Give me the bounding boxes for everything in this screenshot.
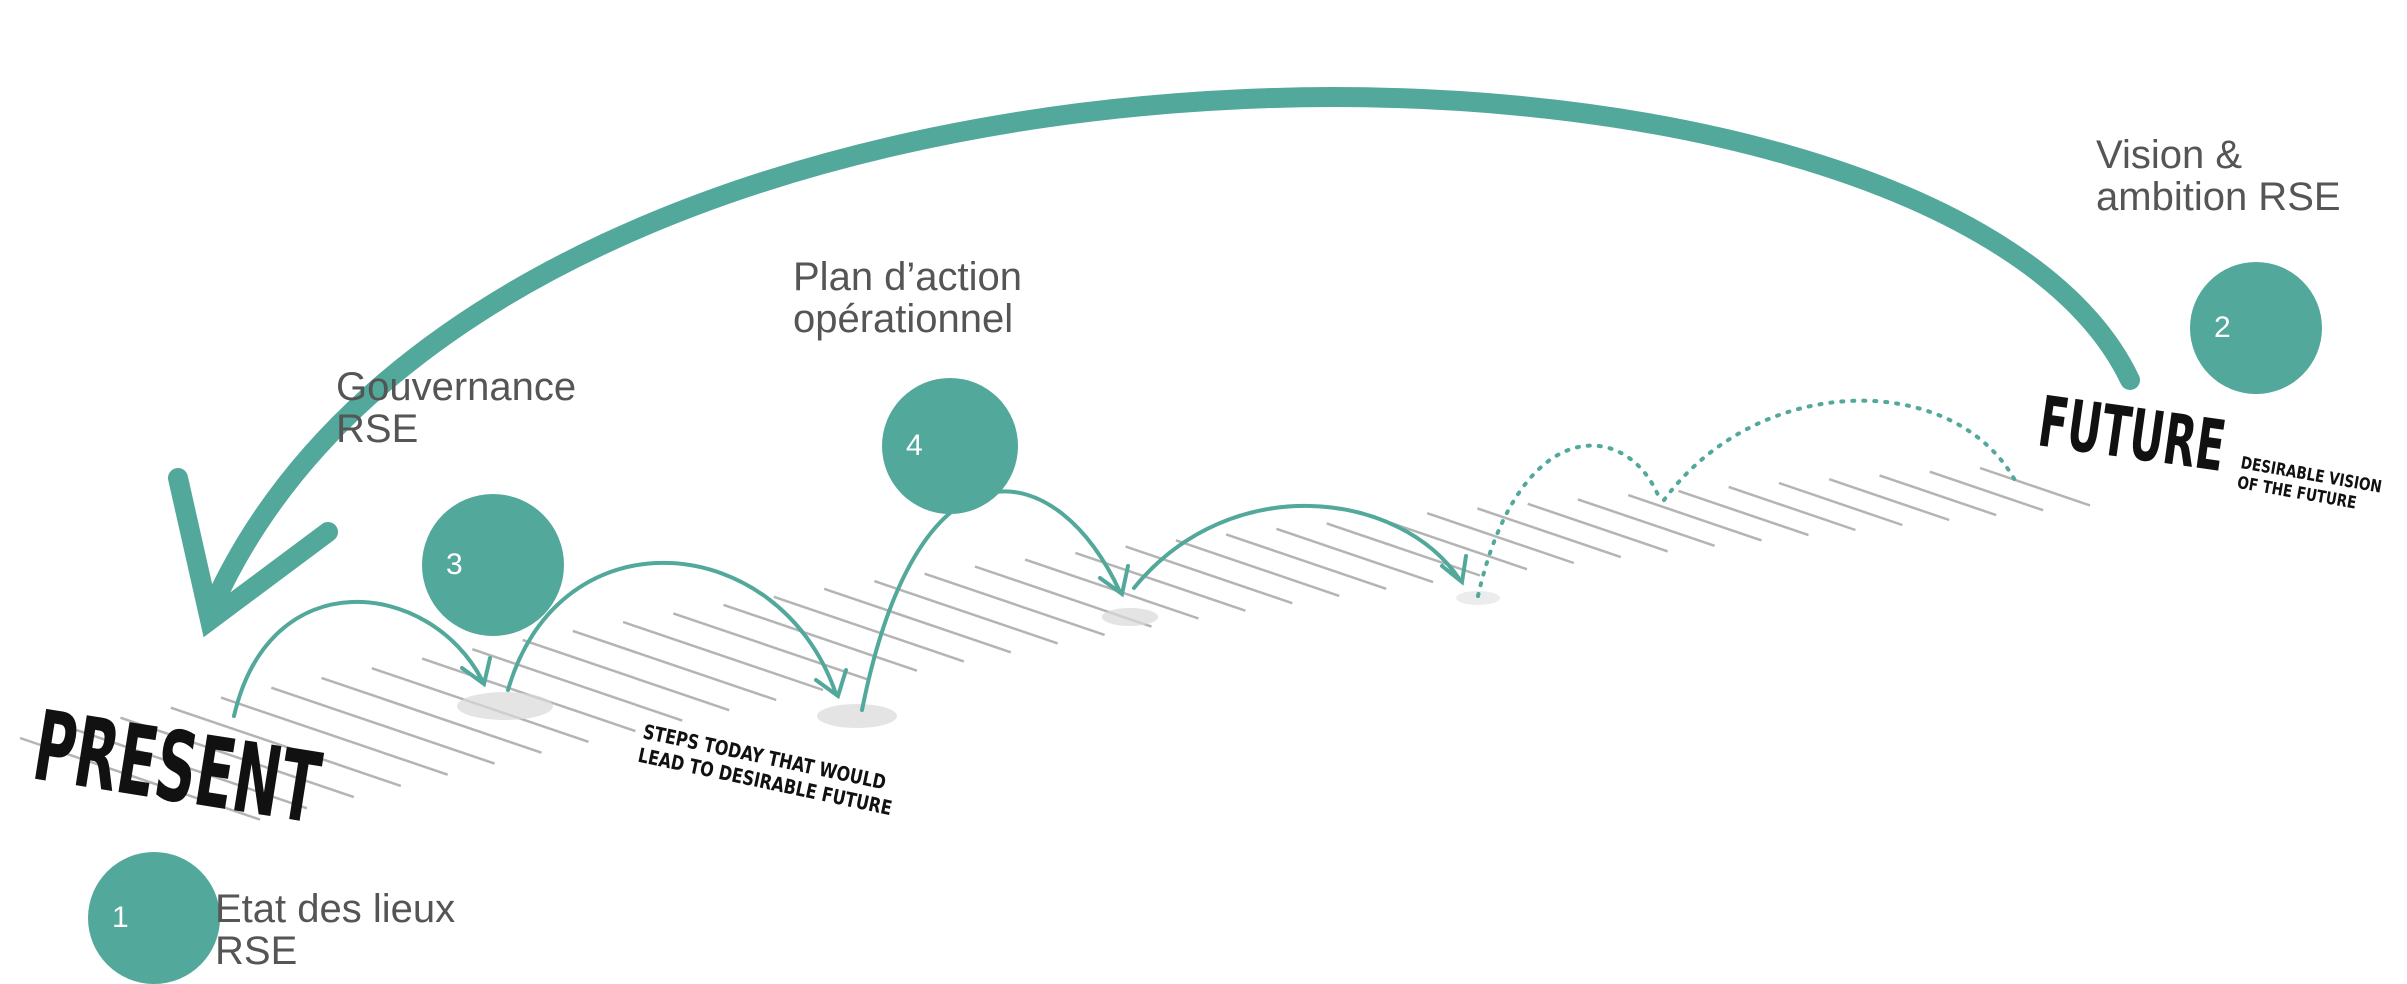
road-line (1828, 478, 1950, 522)
step-label-4-line1: Plan d’action (793, 255, 1023, 299)
present-word: PRESENT (26, 689, 327, 846)
road-line (1728, 485, 1856, 532)
road-line (1627, 493, 1762, 542)
step-label-4-line2: opérationnel (793, 297, 1014, 341)
step-number-1: 1 (112, 901, 129, 934)
big-return-arc (202, 87, 2140, 618)
road-line (622, 620, 824, 692)
road-line (1879, 474, 1997, 517)
step-label-3: Gouvernance RSE (336, 366, 576, 450)
road-line (1979, 466, 2091, 507)
road-line (69, 726, 308, 810)
road-line (220, 696, 449, 776)
road-line (1376, 517, 1528, 571)
future-caption: DESIRABLE VISION OF THE FUTURE (2236, 453, 2383, 513)
road-line (120, 716, 355, 799)
road-line (823, 587, 1012, 654)
step-badge-2: 2 (2190, 262, 2322, 394)
step-label-2: Vision & ambition RSE (2096, 134, 2341, 218)
road-line (522, 638, 730, 712)
road-line (924, 572, 1106, 637)
road-line (873, 579, 1059, 645)
step-label-1-line1: Etat des lieux (215, 887, 456, 931)
dotted-arc-2 (1662, 398, 2020, 502)
dotted-arc-1 (1476, 443, 1662, 598)
step-badge-4: 4 (882, 378, 1018, 514)
step-label-1-line2: RSE (215, 929, 298, 973)
step-label-3-line2: RSE (336, 407, 419, 451)
hop-arc-1 (232, 599, 484, 718)
step-badge-1: 1 (88, 852, 220, 984)
road-line (270, 686, 496, 765)
road-line (471, 648, 683, 722)
road-line (1275, 527, 1434, 584)
step-label-3-line1: Gouvernance (336, 365, 577, 409)
road-line (1426, 512, 1575, 565)
step-number-3: 3 (446, 548, 463, 581)
landing-shadow (457, 692, 553, 720)
future-hops (1476, 398, 2020, 598)
hop-arcs (232, 489, 1468, 718)
arrowhead-icon (814, 668, 848, 700)
step-number-4: 4 (906, 429, 923, 462)
road-line (170, 706, 402, 788)
arrowhead-icon (460, 656, 492, 688)
landing-shadow (817, 704, 897, 728)
road-line (1527, 502, 1669, 553)
step-label-1: Etat des lieux RSE (215, 888, 455, 972)
step-badge-3: 3 (422, 494, 564, 636)
road-line (1678, 489, 1809, 537)
road-line (19, 736, 261, 821)
big-arrowhead-icon (168, 468, 338, 638)
road-line (773, 595, 965, 663)
road-lines (19, 466, 2091, 821)
road-line (1778, 481, 1903, 527)
road-line (1929, 470, 2044, 512)
step-label-4: Plan d’action opérationnel (793, 256, 1022, 340)
landing-shadows (457, 591, 1500, 728)
road-line (321, 676, 542, 754)
road-line (572, 629, 777, 702)
road-line (1225, 533, 1387, 590)
road-line (1476, 507, 1622, 559)
hop-arc-3 (860, 489, 1122, 712)
step-label-2-line1: Vision & (2096, 133, 2243, 177)
steps-caption: STEPS TODAY THAT WOULD LEAD TO DESIRABLE… (636, 721, 894, 821)
road-line (1125, 545, 1293, 605)
future-word: FUTURE (2034, 380, 2231, 488)
road-line (1326, 522, 1481, 577)
arrowhead-icon (1440, 554, 1468, 586)
hop-arc-2 (506, 560, 838, 696)
road-line (1577, 498, 1716, 547)
step-label-2-line2: ambition RSE (2096, 175, 2341, 219)
road-line (1175, 539, 1340, 598)
road-line (723, 603, 918, 672)
landing-shadow (1102, 608, 1158, 626)
road-line (672, 612, 871, 682)
hop-arc-4 (1132, 503, 1462, 590)
step-number-2: 2 (2214, 311, 2231, 344)
arrowhead-icon (1098, 564, 1130, 598)
